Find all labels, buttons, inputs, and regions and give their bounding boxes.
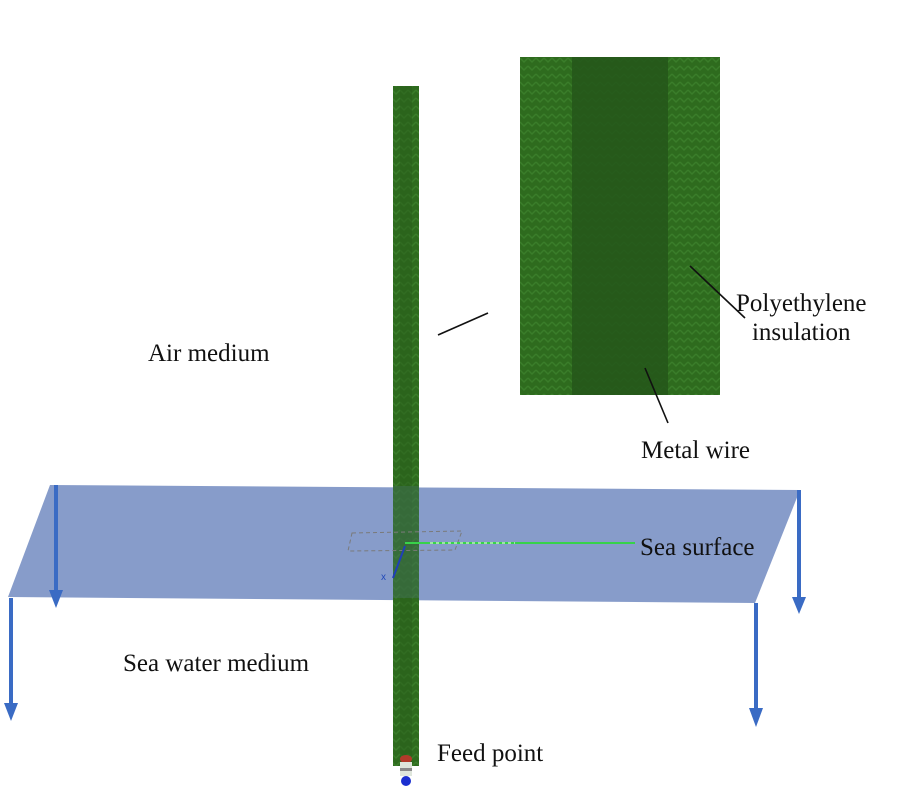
- boundary-arrow-1: [49, 485, 63, 608]
- sea-surface-label: Sea surface: [640, 534, 755, 561]
- feed-point-label: Feed point: [437, 740, 544, 767]
- metal-wire-label: Metal wire: [641, 437, 750, 464]
- axis-x-label: x: [381, 572, 386, 583]
- polyethylene-line-1: Polyethylene: [736, 290, 867, 317]
- boundary-arrow-4: [749, 603, 763, 727]
- polyethylene-leader-line: [689, 265, 746, 319]
- feed-point-marker: [400, 755, 412, 786]
- inset-connector-line: [437, 312, 489, 336]
- polyethylene-insulation-label: Polyethylene insulation: [736, 290, 867, 348]
- metal-wire-leader-line: [644, 367, 669, 424]
- reference-box: [347, 530, 463, 552]
- axis-line: [392, 542, 635, 579]
- boundary-arrow-3: [792, 490, 806, 614]
- sea-water-medium-label: Sea water medium: [123, 650, 310, 677]
- polyethylene-line-2: insulation: [751, 318, 851, 346]
- boundary-arrow-2: [4, 598, 18, 721]
- air-medium-label: Air medium: [148, 340, 270, 367]
- zoom-inset: [520, 57, 720, 395]
- antenna-wire: [393, 86, 419, 766]
